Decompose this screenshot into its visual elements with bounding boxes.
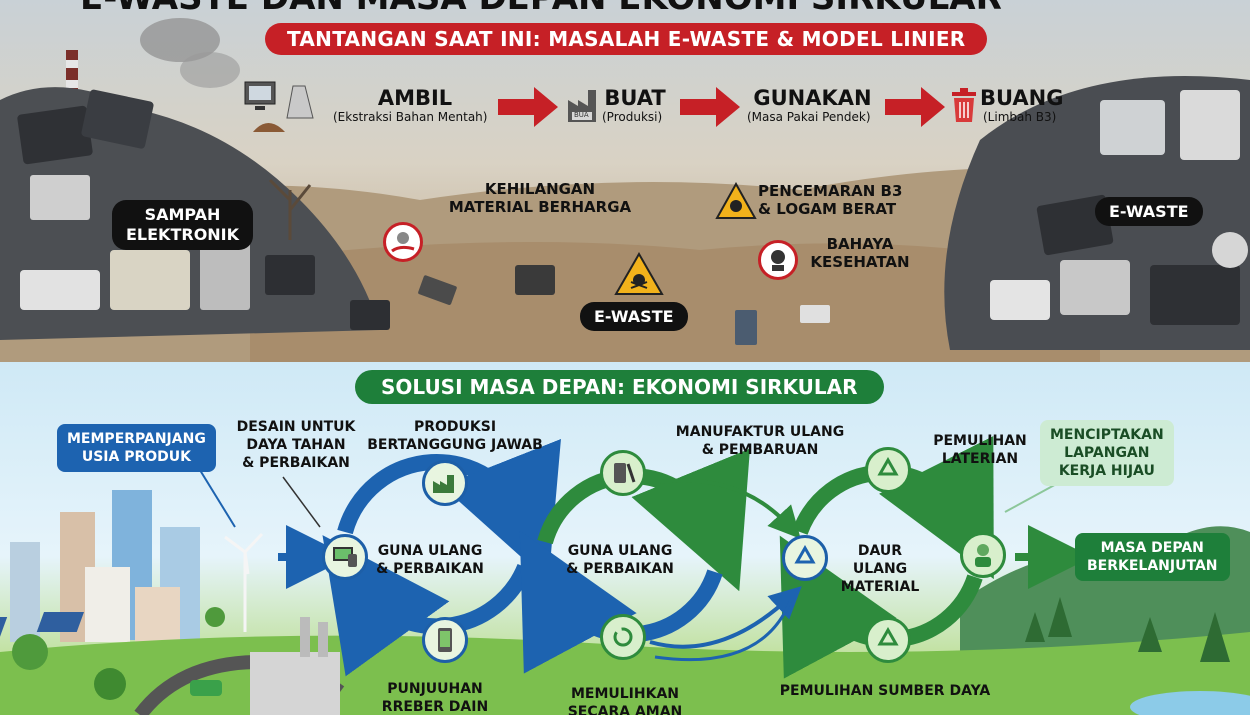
step-make-title: BUAT bbox=[604, 86, 666, 110]
label-e-waste-center: E-WASTE bbox=[580, 302, 688, 331]
issue-pollution: PENCEMARAN B3 & LOGAM BERAT bbox=[758, 182, 903, 218]
label-material-recycling: DAUR ULANG MATERIAL bbox=[840, 543, 920, 595]
circular-economy-panel: SOLUSI MASA DEPAN: EKONOMI SIRKULAR bbox=[0, 362, 1250, 715]
label-reuse-repair-left: GUNA ULANG & PERBAIKAN bbox=[376, 543, 484, 577]
wasteland-scene bbox=[0, 18, 1250, 362]
recycle-icon bbox=[865, 447, 911, 493]
arrow-right-icon bbox=[498, 87, 558, 127]
hazard-warning-icon bbox=[715, 181, 757, 224]
label-safe-recovery: MEMULIHKAN SECARA AMAN bbox=[567, 686, 683, 715]
step-make-sub: (Produksi) bbox=[602, 110, 663, 124]
circular-flow-diagram bbox=[194, 435, 1092, 679]
trash-bin-icon bbox=[952, 88, 976, 122]
skull-warning-icon bbox=[614, 251, 664, 300]
label-design-durability: DESAIN UNTUK DAYA TAHAN & PERBAIKAN bbox=[236, 419, 356, 471]
label-remanufacture: MANUFAKTUR ULANG & PEMBARUAN bbox=[675, 424, 845, 458]
solution-banner: SOLUSI MASA DEPAN: EKONOMI SIRKULAR bbox=[355, 370, 884, 404]
phone-tools-icon bbox=[600, 450, 646, 496]
raw-materials-icon bbox=[243, 78, 323, 138]
step-use-sub: (Masa Pakai Pendek) bbox=[747, 110, 871, 124]
hand-coin-icon bbox=[383, 222, 423, 262]
recycle-icon bbox=[782, 535, 828, 581]
sick-person-icon bbox=[758, 240, 798, 280]
main-title: E-WASTE DAN MASA DEPAN EKONOMI SIRKULAR bbox=[80, 0, 1002, 18]
label-bottom-left: PUNJUUHAN RREBER DAIN bbox=[381, 681, 489, 715]
issue-material-loss: KEHILANGAN MATERIAL BERHARGA bbox=[448, 180, 632, 216]
label-e-waste-pile: SAMPAH ELEKTRONIK bbox=[112, 200, 254, 250]
challenge-banner: TANTANGAN SAAT INI: MASALAH E-WASTE & MO… bbox=[265, 23, 988, 55]
arrow-right-icon bbox=[680, 87, 740, 127]
refresh-cycle-icon bbox=[600, 614, 646, 660]
label-recovery-top: PEMULIHAN LATERIAN bbox=[933, 433, 1027, 467]
step-dispose-sub: (Limbah B3) bbox=[983, 110, 1057, 124]
computer-repair-icon bbox=[322, 534, 368, 580]
callout-green-jobs: MENCIPTAKAN LAPANGAN KERJA HIJAU bbox=[1040, 420, 1174, 486]
step-dispose-title: BUANG bbox=[980, 86, 1064, 110]
label-resource-recovery: PEMULIHAN SUMBER DAYA bbox=[779, 683, 991, 699]
label-e-waste-right: E-WASTE bbox=[1095, 197, 1203, 226]
label-responsible-production: PRODUKSI BERTANGGUNG JAWAB bbox=[367, 419, 543, 453]
green-worker-icon bbox=[960, 532, 1006, 578]
step-use-title: GUNAKAN bbox=[753, 86, 872, 110]
step-take-title: AMBIL bbox=[377, 86, 453, 110]
label-reuse-repair-center: GUNA ULANG & PERBAIKAN bbox=[566, 543, 674, 577]
factory-icon: BUA bbox=[566, 84, 600, 124]
linear-model-panel: E-WASTE DAN MASA DEPAN EKONOMI SIRKULAR … bbox=[0, 0, 1250, 362]
issue-health: BAHAYA KESEHATAN bbox=[810, 235, 910, 271]
factory-sign: BUA bbox=[574, 111, 589, 119]
factory-icon bbox=[422, 460, 468, 506]
step-take-sub: (Ekstraksi Bahan Mentah) bbox=[333, 110, 488, 124]
arrow-right-icon bbox=[885, 87, 945, 127]
recycle-icon bbox=[865, 617, 911, 663]
callout-sustainable-future: MASA DEPAN BERKELANJUTAN bbox=[1075, 533, 1230, 581]
callout-extend-product-life: MEMPERPANJANG USIA PRODUK bbox=[57, 424, 216, 472]
phone-battery-icon bbox=[422, 617, 468, 663]
